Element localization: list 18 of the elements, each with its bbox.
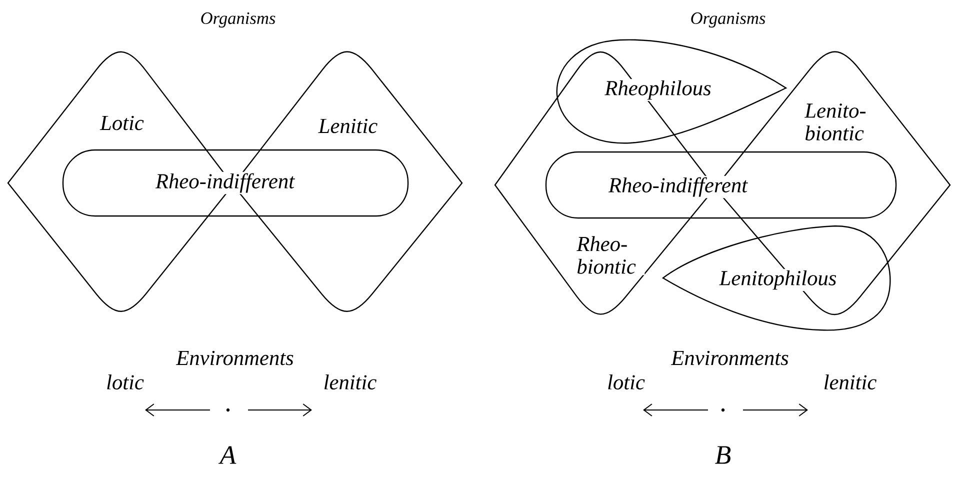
axis-title: Organisms — [201, 12, 276, 28]
axis-title: Organisms — [691, 12, 766, 28]
axis-end-label: lenitic — [324, 374, 376, 390]
region-label: Rheophilous — [603, 79, 713, 101]
axis-title: Environments — [176, 350, 294, 366]
panel-letter: B — [715, 446, 731, 464]
axis-title: Environments — [670, 350, 788, 366]
region-label: Rheo-biontic — [575, 234, 645, 276]
panel-letter: A — [218, 446, 236, 464]
region-label: Lenito-biontic — [803, 102, 873, 142]
region-label: Rheo-indifferent — [154, 172, 296, 194]
axis-end-label: lotic — [608, 374, 645, 390]
axis-end-label: lotic — [107, 374, 144, 390]
region-label: Lenitophilous — [718, 269, 838, 291]
region-label: Rheo-indifferent — [607, 176, 749, 198]
region-label: Lenitic — [317, 118, 379, 134]
region-label: Lotic — [98, 114, 146, 132]
axis-end-label: lenitic — [824, 374, 876, 390]
